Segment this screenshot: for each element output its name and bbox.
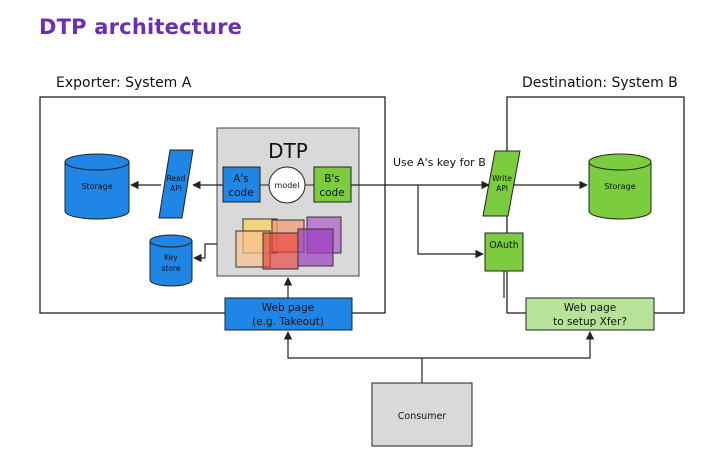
read-api-line2: API: [170, 184, 182, 193]
page-title: DTP architecture: [39, 15, 243, 39]
key-store-cylinder: Key store: [149, 234, 193, 287]
a-code-line1: A's: [233, 173, 249, 185]
arrow-consumer-to-web-page-b: [422, 331, 595, 359]
write-api-line1: Write: [492, 174, 512, 183]
a-code-box: A's code: [222, 166, 261, 203]
web-page-b-line2: to setup Xfer?: [553, 316, 627, 328]
storage-a-label: Storage: [81, 182, 112, 191]
model-label: model: [275, 181, 300, 190]
system-b-label: Destination: System B: [522, 75, 678, 91]
arrow-to-oauth: [417, 185, 484, 259]
b-code-box: B's code: [313, 166, 352, 203]
system-a-label: Exporter: System A: [56, 75, 192, 91]
web-page-b-line1: Web page: [564, 302, 616, 314]
dtp-title: DTP: [268, 139, 308, 163]
b-code-line2: code: [319, 187, 344, 199]
write-api-shape: Write API: [482, 150, 521, 217]
read-api-line1: Read: [167, 174, 186, 183]
key-store-line2: store: [162, 264, 181, 273]
model-node: model: [268, 166, 306, 204]
arrow-consumer-to-web-page-a: [283, 331, 423, 383]
read-api-shape: Read API: [158, 149, 194, 219]
arrow-dtp-to-key-store: [193, 243, 217, 263]
adapter-squares: [235, 216, 342, 270]
web-page-b-box: Web page to setup Xfer?: [525, 297, 655, 331]
b-code-line1: B's: [324, 173, 340, 185]
consumer-label: Consumer: [398, 411, 447, 422]
storage-a-cylinder: Storage: [64, 153, 130, 220]
web-page-a-line2: (e.g. Takeout): [252, 316, 324, 328]
storage-b-label: Storage: [604, 182, 635, 191]
oauth-box: OAuth: [484, 232, 524, 272]
write-api-line2: API: [496, 184, 508, 193]
web-page-a-line1: Web page: [262, 302, 314, 314]
key-store-line1: Key: [164, 253, 178, 262]
storage-b-cylinder: Storage: [588, 153, 652, 220]
oauth-label: OAuth: [489, 240, 519, 251]
connector-label: Use A's key for B: [393, 156, 486, 169]
web-page-a-box: Web page (e.g. Takeout): [224, 297, 353, 331]
a-code-line2: code: [228, 187, 253, 199]
consumer-box: Consumer: [371, 382, 473, 447]
